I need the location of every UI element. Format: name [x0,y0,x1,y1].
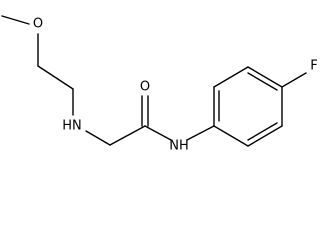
ring-bond-5 [247,125,283,147]
ring-bond-3 [247,66,283,88]
bond-nh-aryl [186,125,215,141]
ring-bond-5-inner [247,122,278,141]
methoxy-oxygen-label: O [33,17,43,32]
bond-methyl-o [1,15,30,25]
bond-carbonyl-nh [144,125,172,141]
amide-nitrogen-label: NH [169,139,189,154]
bond-ch2-carbonyl [109,125,146,146]
bond-ring-f [281,72,307,88]
amine-nitrogen-label: HN [62,119,82,134]
structure-diagram: O HN O NH F [1,15,318,154]
bond-ch2-ch2 [37,65,74,90]
carbonyl-oxygen-label: O [140,80,150,95]
bond-nh-ch2 [85,130,111,146]
ring-bond-2 [213,66,249,88]
ring-bond-3-inner [247,72,278,91]
ring-bond-6 [213,125,249,147]
fluorine-label: F [310,59,317,74]
